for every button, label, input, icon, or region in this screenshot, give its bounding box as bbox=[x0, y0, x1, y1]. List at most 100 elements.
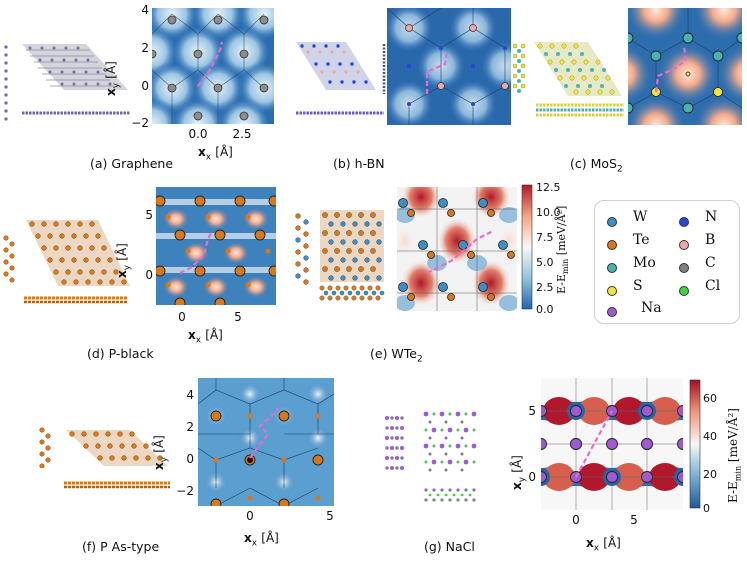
d-xlabel-sub: x bbox=[195, 335, 202, 346]
g-ylabel: xy [Å] bbox=[510, 455, 527, 490]
pblack-heatmap bbox=[156, 187, 276, 305]
g-xlabel-main: x bbox=[586, 536, 594, 550]
legend-c-label: C bbox=[705, 255, 716, 271]
nacl-bottom-view bbox=[424, 488, 476, 502]
legend-mo-marker bbox=[607, 263, 617, 273]
mos2-heatmap bbox=[628, 8, 742, 125]
pblack-top-view bbox=[26, 220, 130, 286]
g-cbar-tick-20: 20 bbox=[703, 468, 717, 481]
d-ylabel-sub: y bbox=[122, 264, 133, 271]
pas-heatmap bbox=[198, 378, 334, 506]
pblack-axes: 5 0 0 5 bbox=[145, 208, 241, 324]
f-ylabel: xy [Å] bbox=[152, 435, 169, 470]
mos2-bottom-strip bbox=[536, 103, 624, 117]
caption-b: (b) h-BN bbox=[333, 156, 385, 171]
g-cbar-label-main: E-E bbox=[726, 481, 740, 503]
g-xtick-0: 0 bbox=[572, 513, 580, 527]
legend-na-label: Na bbox=[641, 300, 662, 316]
legend-n-marker bbox=[679, 217, 689, 227]
wte2-colorbar-label: E-Emin [meV/Å²] bbox=[555, 206, 570, 294]
e-cbar-tick-10: 10.0 bbox=[536, 206, 561, 219]
a-xtick-0: 0.0 bbox=[188, 127, 207, 141]
graphene-bottom-strip bbox=[22, 111, 130, 115]
g-cbar-tick-60: 60 bbox=[703, 392, 717, 405]
a-ytick-0: 0 bbox=[141, 79, 149, 93]
a-ytick-2: 2 bbox=[141, 41, 149, 55]
d-xtick-0: 0 bbox=[178, 310, 186, 324]
legend-c-marker bbox=[679, 263, 689, 273]
a-ylabel: xy [Å] bbox=[104, 61, 121, 96]
mos2-side-strip bbox=[512, 43, 526, 93]
g-xlabel: xx [Å] bbox=[586, 536, 621, 553]
legend-b-label: B bbox=[705, 232, 716, 248]
pblack-side-strip bbox=[3, 235, 15, 283]
g-ylabel-unit: [Å] bbox=[510, 455, 524, 473]
hbn-heatmap bbox=[387, 8, 511, 125]
a-ylabel-unit: [Å] bbox=[104, 61, 118, 79]
nacl-heatmap bbox=[541, 378, 683, 510]
wte2-heatmap bbox=[397, 187, 517, 311]
nacl-colorbar: 60 40 20 0 bbox=[689, 379, 717, 514]
legend-cl-label: Cl bbox=[705, 278, 721, 294]
mos2-top-view bbox=[534, 42, 622, 96]
wte2-top-view bbox=[320, 210, 384, 282]
g-xlabel-sub: x bbox=[593, 543, 600, 554]
f-ylabel-sub: y bbox=[159, 456, 170, 463]
pblack-bottom-strip bbox=[24, 296, 128, 304]
a-xtick-2_5: 2.5 bbox=[232, 127, 251, 141]
f-ylabel-main: x bbox=[152, 462, 166, 470]
f-xlabel-sub: x bbox=[251, 538, 258, 549]
g-xlabel-unit: [Å] bbox=[603, 536, 621, 550]
wte2-side-strip bbox=[295, 213, 309, 285]
d-xlabel-unit: [Å] bbox=[205, 328, 223, 342]
e-cbar-label-unit: [meV/Å²] bbox=[555, 205, 568, 256]
nacl-axes: 5 0 0 5 bbox=[528, 404, 638, 527]
pas-bottom-strip bbox=[64, 481, 170, 489]
graphene-axes: 4 2 0 −2 0.0 2.5 bbox=[132, 3, 252, 141]
g-ylabel-main: x bbox=[510, 482, 524, 490]
f-xlabel-main: x bbox=[244, 531, 252, 545]
a-xlabel-main: x bbox=[198, 145, 206, 159]
f-xtick-0: 0 bbox=[246, 509, 254, 523]
g-cbar-label-unit: [meV/Å²] bbox=[726, 408, 740, 463]
caption-e-sub: 2 bbox=[416, 354, 423, 365]
nacl-top-view bbox=[423, 411, 477, 472]
d-xlabel: xx [Å] bbox=[188, 328, 223, 345]
g-ytick-5: 5 bbox=[528, 404, 536, 418]
graphene-heatmap bbox=[152, 8, 274, 124]
d-ytick-0: 0 bbox=[145, 268, 153, 282]
d-ylabel-unit: [Å] bbox=[115, 243, 129, 261]
a-ylabel-sub: y bbox=[111, 82, 122, 89]
d-xlabel-main: x bbox=[188, 328, 196, 342]
e-cbar-tick-7_5: 7.5 bbox=[536, 231, 554, 244]
legend-b-marker bbox=[679, 240, 689, 250]
legend-mo-label: Mo bbox=[633, 255, 656, 271]
legend-cl-marker bbox=[679, 286, 689, 296]
f-ytick-4: 4 bbox=[186, 388, 194, 402]
caption-g: (g) NaCl bbox=[424, 539, 475, 554]
g-cbar-tick-0: 0 bbox=[703, 502, 710, 514]
e-cbar-label-main: E-E bbox=[555, 274, 568, 294]
graphene-side-strip bbox=[4, 45, 8, 121]
caption-c-main: (c) MoS bbox=[570, 156, 617, 171]
caption-e: (e) WTe2 bbox=[370, 346, 423, 365]
g-ylabel-sub: y bbox=[517, 476, 528, 483]
element-legend: W N Te B Mo C S Cl Na bbox=[594, 200, 740, 324]
legend-te-label: Te bbox=[633, 232, 650, 248]
g-ytick-0: 0 bbox=[528, 470, 536, 484]
legend-s-marker bbox=[607, 286, 617, 296]
g-xtick-5: 5 bbox=[630, 513, 638, 527]
legend-te-marker bbox=[607, 240, 617, 250]
wte2-colorbar: 12.5 10.0 7.5 5.0 2.5 0.0 bbox=[521, 183, 561, 315]
caption-c: (c) MoS2 bbox=[570, 156, 623, 175]
a-xlabel-sub: x bbox=[205, 152, 212, 163]
nacl-side-view bbox=[385, 416, 404, 470]
caption-f: (f) P As-type bbox=[82, 539, 160, 554]
f-xlabel-unit: [Å] bbox=[261, 531, 279, 545]
hbn-bottom-strip bbox=[296, 111, 384, 115]
caption-c-sub: 2 bbox=[616, 164, 623, 175]
caption-d: (d) P-black bbox=[87, 346, 154, 361]
caption-a: (a) Graphene bbox=[90, 156, 174, 171]
g-cbar-label-sub: min bbox=[733, 465, 743, 482]
d-ylabel: xy [Å] bbox=[115, 243, 132, 278]
